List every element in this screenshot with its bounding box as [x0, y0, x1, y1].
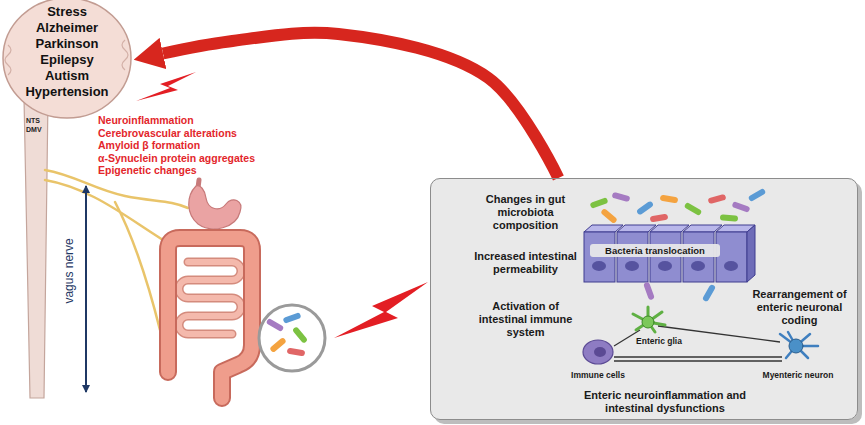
- nucleus-label: NTS: [26, 117, 40, 125]
- immune-cell: [583, 340, 613, 364]
- effect-label: Epigenetic changes: [98, 164, 197, 176]
- bacteria: [702, 284, 716, 303]
- process-text: Changes in gut microbiota composition: [468, 193, 583, 232]
- lightning-bolt: [136, 72, 428, 338]
- bacteria: [720, 214, 738, 222]
- cell-links: [614, 326, 782, 361]
- immune-cell: [594, 347, 606, 357]
- microbiota-magnifier: [266, 318, 285, 332]
- brain: [5, 45, 11, 75]
- lightning-bolt: [136, 72, 196, 101]
- effect-label: Neuroinflammation: [98, 114, 194, 126]
- gut-panel: Changes in gut microbiota compositionInc…: [430, 178, 858, 420]
- epithelial-cells: [691, 261, 705, 271]
- epithelial-cells: [584, 225, 755, 282]
- bacteria: [650, 213, 669, 222]
- cell-links: [614, 360, 782, 361]
- epithelial-cells: [716, 232, 747, 282]
- intestine: [168, 238, 252, 398]
- brain-region: StressAlzheimerParkinsonEpilepsyAutismHy…: [5, 4, 129, 103]
- bacteria: [600, 208, 618, 224]
- stomach: [189, 186, 241, 229]
- vagus-arrow: [85, 186, 87, 392]
- process-text: Bacteria translocation: [590, 244, 720, 257]
- cell-label: Myenteric neuron: [758, 370, 838, 380]
- cell-label: Enteric glia: [634, 336, 684, 346]
- disorder-name: Hypertension: [5, 84, 129, 100]
- nucleus-label: DMV: [26, 126, 42, 134]
- disorder-name: Parkinson: [5, 36, 129, 52]
- myenteric-neuron: [789, 339, 803, 353]
- process-text: Increased intestinal permeability: [468, 250, 583, 276]
- cell-label: Immune cells: [566, 370, 630, 380]
- epithelial-cells: [724, 261, 738, 271]
- vagus-nerve-branches: [115, 202, 160, 330]
- microbiota-magnifier: [283, 312, 302, 324]
- epithelial-cells: [592, 261, 606, 271]
- epithelial-cells: [747, 225, 755, 282]
- microbiota-magnifier: [292, 326, 308, 344]
- nerve-label: vagus nerve: [63, 221, 77, 321]
- spinal-cord: [24, 98, 48, 398]
- panel-ground: [430, 178, 862, 424]
- disorder-name: Autism: [5, 68, 129, 84]
- enteric-glia: [642, 316, 654, 328]
- microbiota-magnifier: [259, 305, 325, 371]
- intestine: [179, 262, 241, 334]
- brain: [122, 40, 128, 70]
- microbiota-magnifier: [259, 305, 325, 371]
- intestine: [168, 238, 252, 398]
- enteric-glia: [633, 307, 665, 332]
- panel-ground: [430, 178, 858, 420]
- effect-label: α-Synuclein protein aggregates: [98, 152, 255, 164]
- effect-label: Cerebrovascular alterations: [98, 127, 237, 139]
- intestine: [179, 262, 241, 334]
- vagus-arrow: [86, 186, 87, 392]
- cell-links: [614, 356, 782, 357]
- epithelial-cells: [625, 261, 639, 271]
- bacteria: [590, 188, 767, 302]
- bacteria: [684, 202, 703, 216]
- bacteria: [732, 201, 751, 213]
- process-text: Activation of intestinal immune system: [468, 300, 583, 339]
- lightning-bolt: [334, 282, 428, 338]
- bacteria: [708, 194, 727, 204]
- microbiota-magnifier: [287, 347, 306, 356]
- process-text: Rearrangement of enteric neuronal coding: [742, 288, 857, 327]
- process-text: Enteric neuroinflammation and intestinal…: [560, 389, 770, 415]
- bacteria: [660, 194, 679, 203]
- epithelial-cells: [658, 261, 672, 271]
- bacteria: [643, 282, 655, 301]
- disorder-name: Epilepsy: [5, 52, 129, 68]
- immune-cell: [583, 340, 613, 364]
- epithelial-cells: [584, 225, 623, 232]
- epithelial-cells: [650, 225, 689, 232]
- myenteric-neuron: [780, 332, 818, 358]
- disorder-name: Stress: [5, 4, 129, 20]
- microbiota-magnifier: [269, 337, 287, 353]
- bacteria: [590, 197, 609, 209]
- bacteria: [748, 188, 767, 202]
- brain: [3, 0, 131, 118]
- stomach: [189, 180, 241, 229]
- effect-label: Amyloid β formation: [98, 139, 200, 151]
- disorder-name: Alzheimer: [5, 20, 129, 36]
- epithelial-cells: [683, 225, 722, 232]
- spinal-cord: [24, 98, 48, 398]
- bacteria: [636, 200, 654, 215]
- bacteria: [612, 192, 631, 202]
- vagus-nerve-branches: [45, 180, 170, 248]
- epithelial-cells: [617, 225, 656, 232]
- brain: [3, 0, 131, 118]
- intestine: [168, 238, 252, 398]
